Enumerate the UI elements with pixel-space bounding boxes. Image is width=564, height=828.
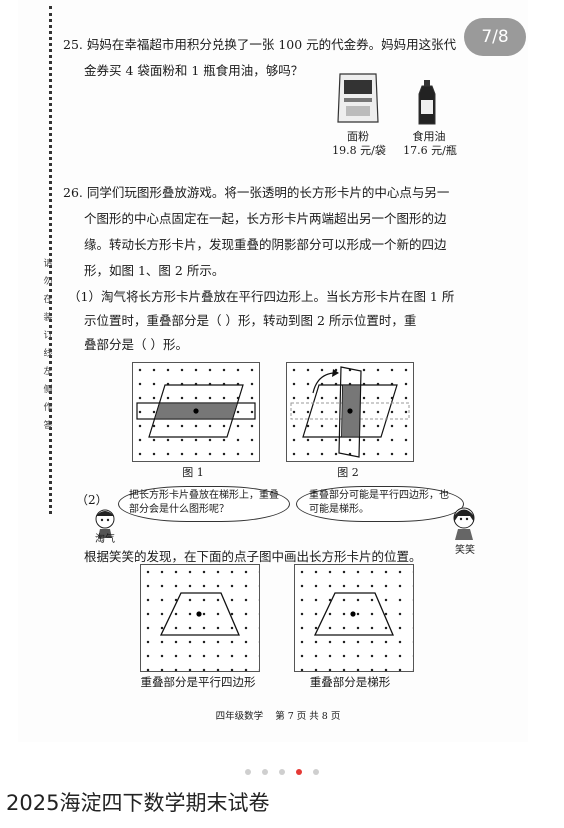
page-indicator-badge: 7/8: [464, 18, 526, 56]
speech-bubble-left: 把长方形卡片叠放在梯形上，重叠部分会是什么图形呢？: [118, 486, 290, 522]
q25-line2: 金券买 4 袋面粉和 1 瓶食用油，够吗？: [84, 63, 304, 78]
q26-part1-line3: 叠部分是（ ）形。: [84, 337, 188, 352]
page-dot[interactable]: [313, 769, 320, 775]
page-dot-active[interactable]: [296, 769, 303, 775]
page-footer: 四年级数学 第 7 页 共 8 页: [215, 711, 341, 722]
binding-line: [49, 6, 52, 514]
answer-grid-parallelogram[interactable]: [140, 564, 260, 672]
flour-label: 面粉: [347, 130, 369, 143]
figure1-dot-grid: [132, 362, 260, 462]
taoqi-name: 淘气: [95, 534, 115, 545]
document-title: 2025海淀四下数学期末试卷: [6, 791, 270, 815]
flour-bag-image: [337, 73, 379, 123]
xiaoxiao-name: 笑笑: [455, 545, 475, 556]
oil-label: 食用油: [412, 130, 446, 143]
answer-caption-left: 重叠部分是平行四边形: [140, 675, 256, 689]
answer-caption-right: 重叠部分是梯形: [309, 675, 391, 689]
q26-line4: 形，如图 1、图 2 所示。: [84, 263, 225, 278]
taoqi-avatar: [95, 509, 115, 538]
q26-line3: 缘。转动长方形卡片，发现重叠的阴影部分可以形成一个新的四边: [84, 237, 447, 252]
page-dot[interactable]: [261, 769, 268, 775]
answer-grid-trapezoid[interactable]: [294, 564, 414, 672]
binding-text: 请勿在装订线左侧作答: [43, 259, 53, 431]
page-dot[interactable]: [244, 769, 251, 775]
figure2-dot-grid: [286, 362, 414, 462]
flour-price: 19.8 元/袋: [332, 144, 386, 157]
figure2-caption: 图 2: [337, 466, 359, 479]
speech-right-text: 重叠部分可能是平行四边形，也可能是梯形。: [309, 490, 449, 515]
oil-bottle-image: [418, 80, 436, 125]
q26-line1: 26. 同学们玩图形叠放游戏。将一张透明的长方形卡片的中心点与另一: [63, 185, 450, 200]
speech-left-text: 把长方形卡片叠放在梯形上，重叠部分会是什么图形呢？: [129, 490, 279, 515]
q26-part1-line2: 示位置时，重叠部分是（ ）形，转动到图 2 所示位置时，重: [84, 313, 417, 328]
pagination-dots[interactable]: [0, 760, 564, 779]
q26-part2-number: （2）: [76, 493, 108, 507]
q26-part1-line1: （1）淘气将长方形卡片叠放在平行四边形上。当长方形卡片在图 1 所: [68, 289, 455, 304]
figure1-caption: 图 1: [182, 466, 204, 479]
xiaoxiao-avatar: [453, 507, 475, 540]
exam-page: 请勿在装订线左侧作答 25. 妈妈在幸福超市用积分兑换了一张 100 元的代金券…: [18, 0, 528, 742]
q26-line2: 个图形的中心点固定在一起，长方形卡片两端超出另一个图形的边: [84, 211, 447, 226]
q26-instruction: 根据笑笑的发现，在下面的点子图中画出长方形卡片的位置。: [84, 549, 422, 564]
page-viewer[interactable]: 请勿在装订线左侧作答 25. 妈妈在幸福超市用积分兑换了一张 100 元的代金券…: [0, 0, 564, 790]
oil-price: 17.6 元/瓶: [403, 144, 457, 157]
speech-bubble-right: 重叠部分可能是平行四边形，也可能是梯形。: [296, 486, 464, 522]
page-dot[interactable]: [279, 769, 285, 775]
q25-line1: 25. 妈妈在幸福超市用积分兑换了一张 100 元的代金券。妈妈用这张代: [63, 37, 457, 52]
